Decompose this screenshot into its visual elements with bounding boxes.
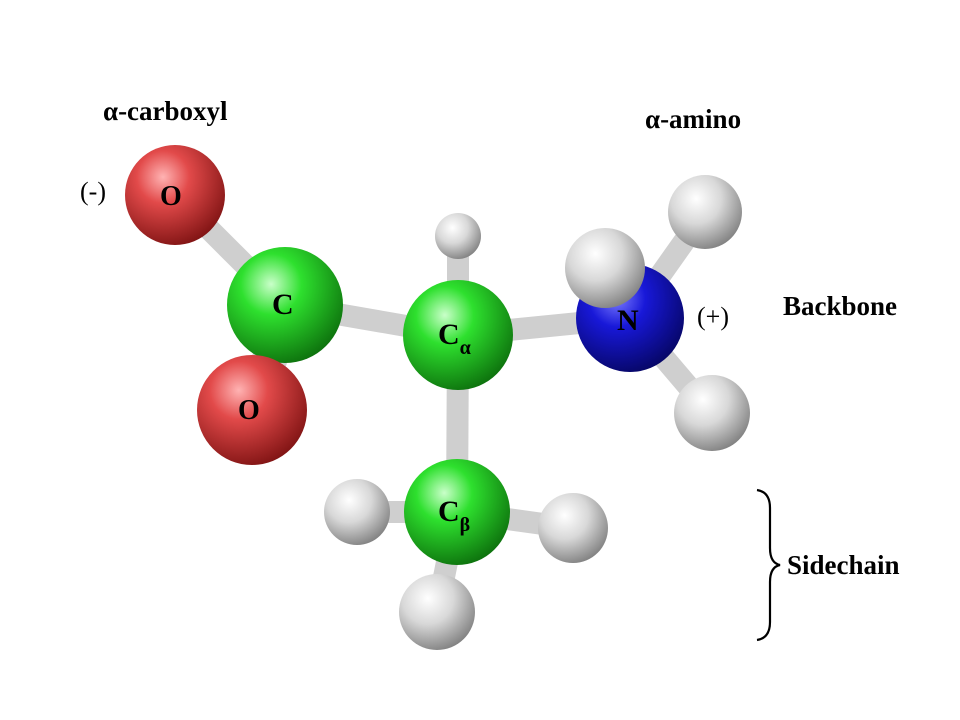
atom-label-c-carbonyl: C <box>272 288 294 321</box>
atoms <box>125 145 750 650</box>
sidechain-brace <box>756 488 781 642</box>
carbonyl-carbon-atom <box>227 247 343 363</box>
backbone-label: Backbone <box>783 291 897 321</box>
hydrogen-atom-cbeta-right <box>538 493 608 563</box>
atom-label-c-beta-main: C <box>438 495 460 528</box>
atom-label-c-alpha-main: C <box>438 318 460 351</box>
negative-charge-label: (-) <box>80 177 106 206</box>
oxygen-atom-top <box>125 145 225 245</box>
beta-carbon-atom <box>404 459 510 565</box>
hydrogen-atom-n-top <box>668 175 742 249</box>
alpha-carboxyl-label: α-carboxyl <box>103 96 228 126</box>
hydrogen-atom-cbeta-bottom <box>399 574 475 650</box>
atom-label-o-bottom: O <box>238 395 260 426</box>
alpha-amino-label: α-amino <box>645 104 741 134</box>
alpha-carbon-atom <box>403 280 513 390</box>
hydrogen-atom-n-front <box>565 228 645 308</box>
hydrogen-atom-cbeta-left <box>324 479 390 545</box>
annotations: α-carboxyl α-amino (-) (+) Backbone Side… <box>80 96 900 642</box>
hydrogen-atom-calpha <box>435 213 481 259</box>
atom-label-o-top: O <box>160 181 182 212</box>
atom-label-c-alpha-sub: α <box>460 337 471 359</box>
atom-label-c-beta: Cβ <box>438 495 470 536</box>
atom-label-c-alpha: Cα <box>438 318 471 359</box>
positive-charge-label: (+) <box>697 302 729 331</box>
atom-label-n: N <box>617 304 639 337</box>
atom-label-c-beta-sub: β <box>460 514 471 536</box>
atom-labels: O C O Cα N Cβ <box>160 181 639 536</box>
hydrogen-atom-n-bottom <box>674 375 750 451</box>
oxygen-atom-bottom <box>197 355 307 465</box>
sidechain-label: Sidechain <box>787 550 900 580</box>
